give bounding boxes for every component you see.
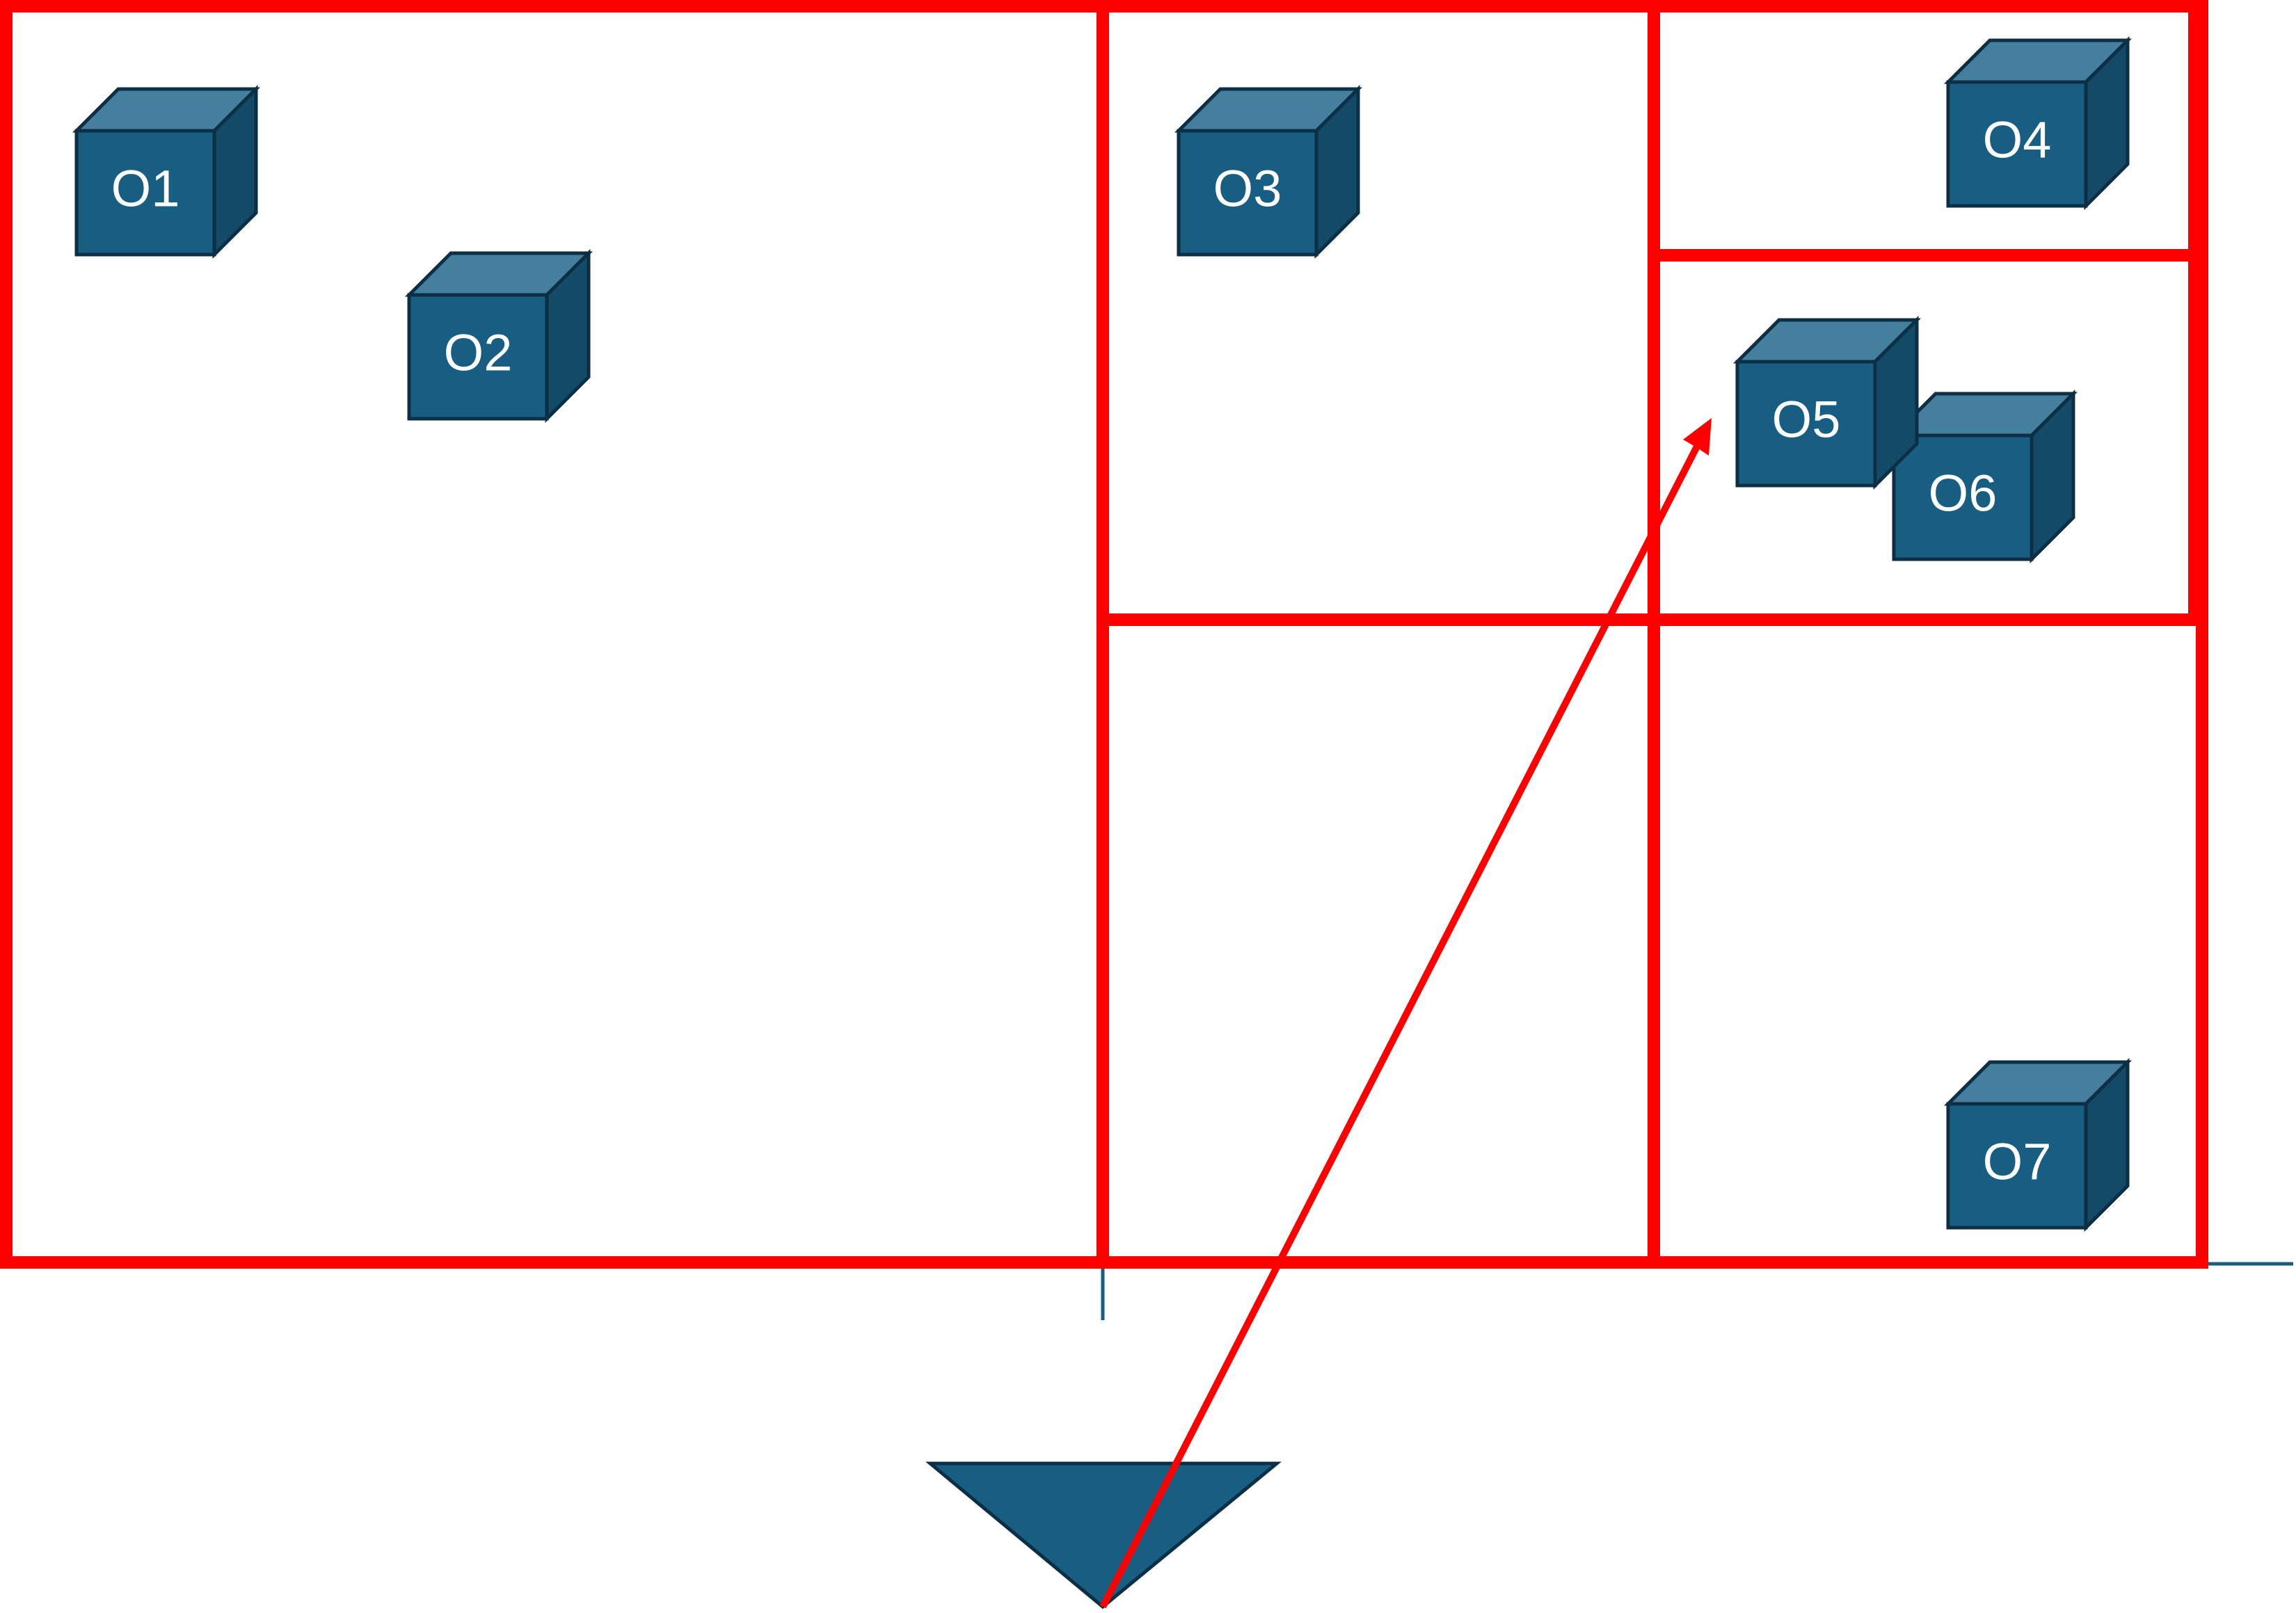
cube-object: O2 [404, 248, 593, 424]
cube-object: O5 [1732, 315, 1922, 490]
object-label: O2 [444, 324, 513, 382]
cube-object: O7 [1943, 1057, 2132, 1233]
partition-grid [0, 0, 2208, 1269]
cube-object: O3 [1174, 84, 1363, 259]
object-label: O6 [1929, 465, 1998, 522]
ray-arrow-icon [1099, 418, 1712, 1609]
object-label: O5 [1772, 391, 1841, 449]
cube-object: O4 [1943, 35, 2132, 211]
object-label: O3 [1213, 160, 1282, 218]
object-label: O7 [1983, 1133, 2052, 1191]
cube-object: O6 [1889, 389, 2078, 564]
object-label: O4 [1983, 111, 2052, 169]
viewpoint-triangle-icon [925, 1461, 1282, 1610]
cube-object: O1 [72, 84, 261, 259]
object-label: O1 [111, 160, 180, 218]
